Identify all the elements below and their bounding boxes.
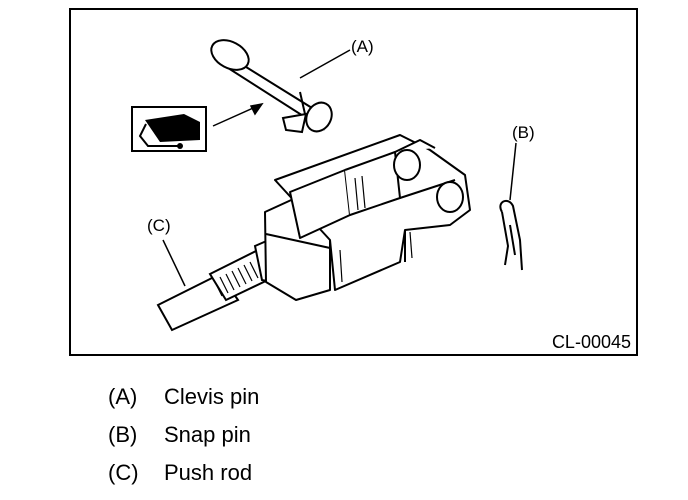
parts-legend: (A) Clevis pin (B) Snap pin (C) Push rod bbox=[108, 382, 259, 496]
clevis-pin bbox=[210, 39, 333, 134]
clevis bbox=[264, 134, 471, 301]
legend-label: Clevis pin bbox=[164, 384, 260, 409]
grease-gun-icon bbox=[131, 106, 207, 152]
legend-key: (C) bbox=[108, 460, 139, 485]
callout-b: (B) bbox=[512, 123, 535, 142]
legend-key: (B) bbox=[108, 422, 138, 447]
legend-label: Snap pin bbox=[164, 422, 251, 447]
leader-lines bbox=[162, 49, 517, 287]
clevis-assembly-diagram: (A) (B) (C) CL-00045 bbox=[69, 8, 638, 356]
legend-item-c: (C) Push rod bbox=[108, 458, 259, 496]
legend-item-a: (A) Clevis pin bbox=[108, 382, 259, 420]
snap-pin bbox=[499, 199, 523, 271]
figure-code: CL-00045 bbox=[552, 332, 631, 352]
legend-label: Push rod bbox=[164, 460, 253, 485]
callout-c: (C) bbox=[147, 216, 171, 235]
legend-key: (A) bbox=[108, 384, 138, 409]
callout-a: (A) bbox=[351, 37, 374, 56]
legend-item-b: (B) Snap pin bbox=[108, 420, 259, 458]
